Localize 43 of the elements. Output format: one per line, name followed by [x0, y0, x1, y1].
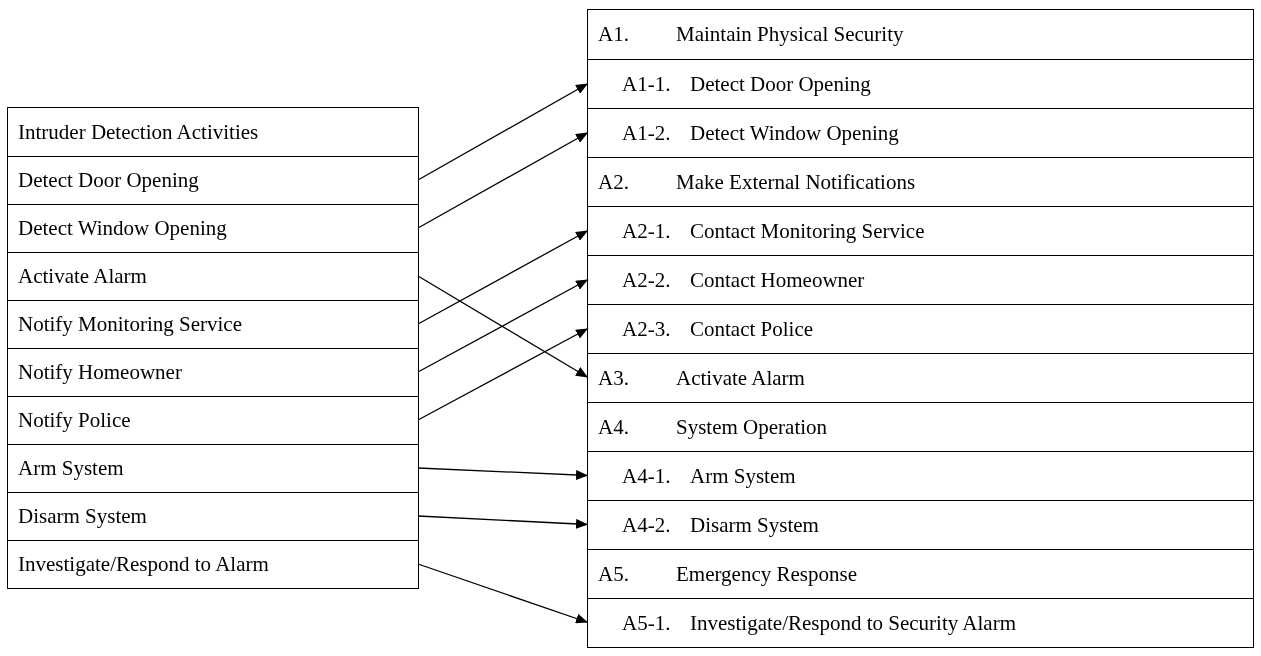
- activity-label: Arm System: [18, 456, 124, 481]
- activity-label: Detect Door Opening: [18, 168, 199, 193]
- item-number: A1-1.: [622, 71, 672, 97]
- activity-label: Make External Notifications: [676, 169, 916, 195]
- activity-label: Arm System: [690, 463, 796, 489]
- item-number: A4-2.: [622, 512, 672, 538]
- item-number: A5-1.: [622, 610, 672, 636]
- item-number: A2-2.: [622, 267, 672, 293]
- arrow: [417, 82, 589, 181]
- item-number: A5.: [598, 561, 630, 587]
- arrow: [417, 563, 589, 624]
- item-number: A1-2.: [622, 120, 672, 146]
- activity-label: Disarm System: [690, 512, 819, 538]
- item-number: A4-1.: [622, 463, 672, 489]
- activity-label: Contact Homeowner: [690, 267, 865, 293]
- activity-label: Activate Alarm: [18, 264, 147, 289]
- item-number: A2-1.: [622, 218, 672, 244]
- activity-label: Detect Door Opening: [690, 71, 871, 97]
- arrow: [417, 327, 589, 421]
- activity-label: Contact Monitoring Service: [690, 218, 925, 244]
- item-number: A4.: [598, 414, 630, 440]
- activity-label: Intruder Detection Activities: [18, 119, 259, 145]
- activity-label: Detect Window Opening: [18, 216, 227, 241]
- activity-label: Investigate/Respond to Security Alarm: [690, 610, 1017, 636]
- activity-label: Maintain Physical Security: [676, 22, 904, 47]
- item-number: A2-3.: [622, 316, 672, 342]
- activity-label: Investigate/Respond to Alarm: [18, 552, 269, 577]
- activity-label: Activate Alarm: [676, 365, 805, 391]
- activity-label: Emergency Response: [676, 561, 857, 587]
- arrow: [417, 131, 589, 229]
- activity-label: Notify Police: [18, 408, 131, 433]
- item-number: A1.: [598, 22, 630, 47]
- arrow: [417, 229, 589, 325]
- item-number: A2.: [598, 169, 630, 195]
- activity-label: Contact Police: [690, 316, 814, 342]
- activity-label: System Operation: [676, 414, 828, 440]
- activity-label: Notify Monitoring Service: [18, 312, 242, 337]
- activity-label: Disarm System: [18, 504, 147, 529]
- arrow: [417, 467, 589, 480]
- arrow: [417, 515, 589, 529]
- activity-label: Detect Window Opening: [690, 120, 899, 146]
- activity-label: Notify Homeowner: [18, 360, 182, 385]
- item-number: A3.: [598, 365, 630, 391]
